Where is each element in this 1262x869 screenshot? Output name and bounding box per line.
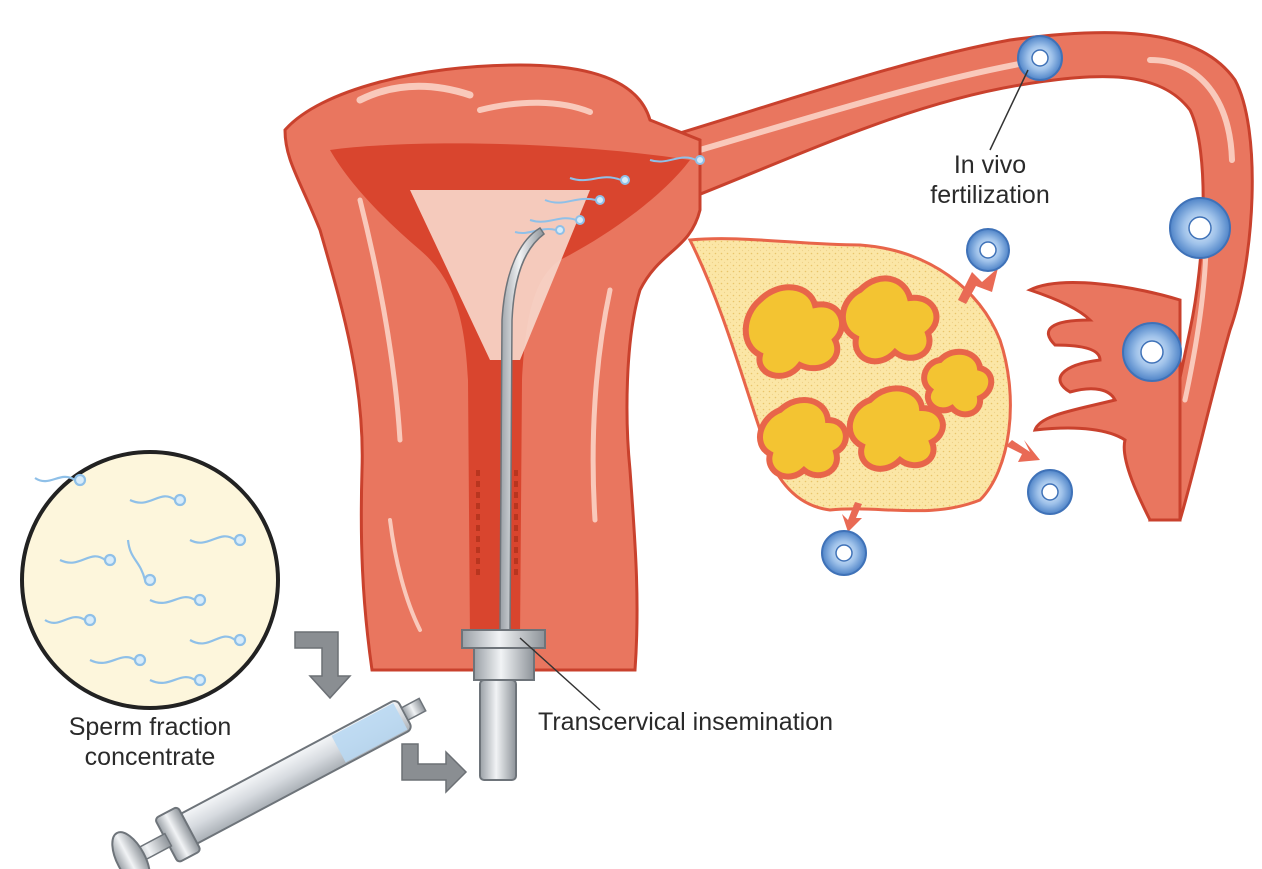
fertilization-line-2: fertilization [905,180,1075,210]
sperm-fraction-label: Sperm fraction concentrate [30,712,270,772]
sperm-line-2: concentrate [30,742,270,772]
in-vivo-fertilization-label: In vivo fertilization [905,150,1075,210]
sperm-line-1: Sperm fraction [30,712,270,742]
fertilization-line-1: In vivo [905,150,1075,180]
ovary [690,239,1010,511]
sperm-magnified-circle [22,452,278,708]
transcervical-insemination-label: Transcervical insemination [538,707,833,737]
uterus [285,65,704,670]
